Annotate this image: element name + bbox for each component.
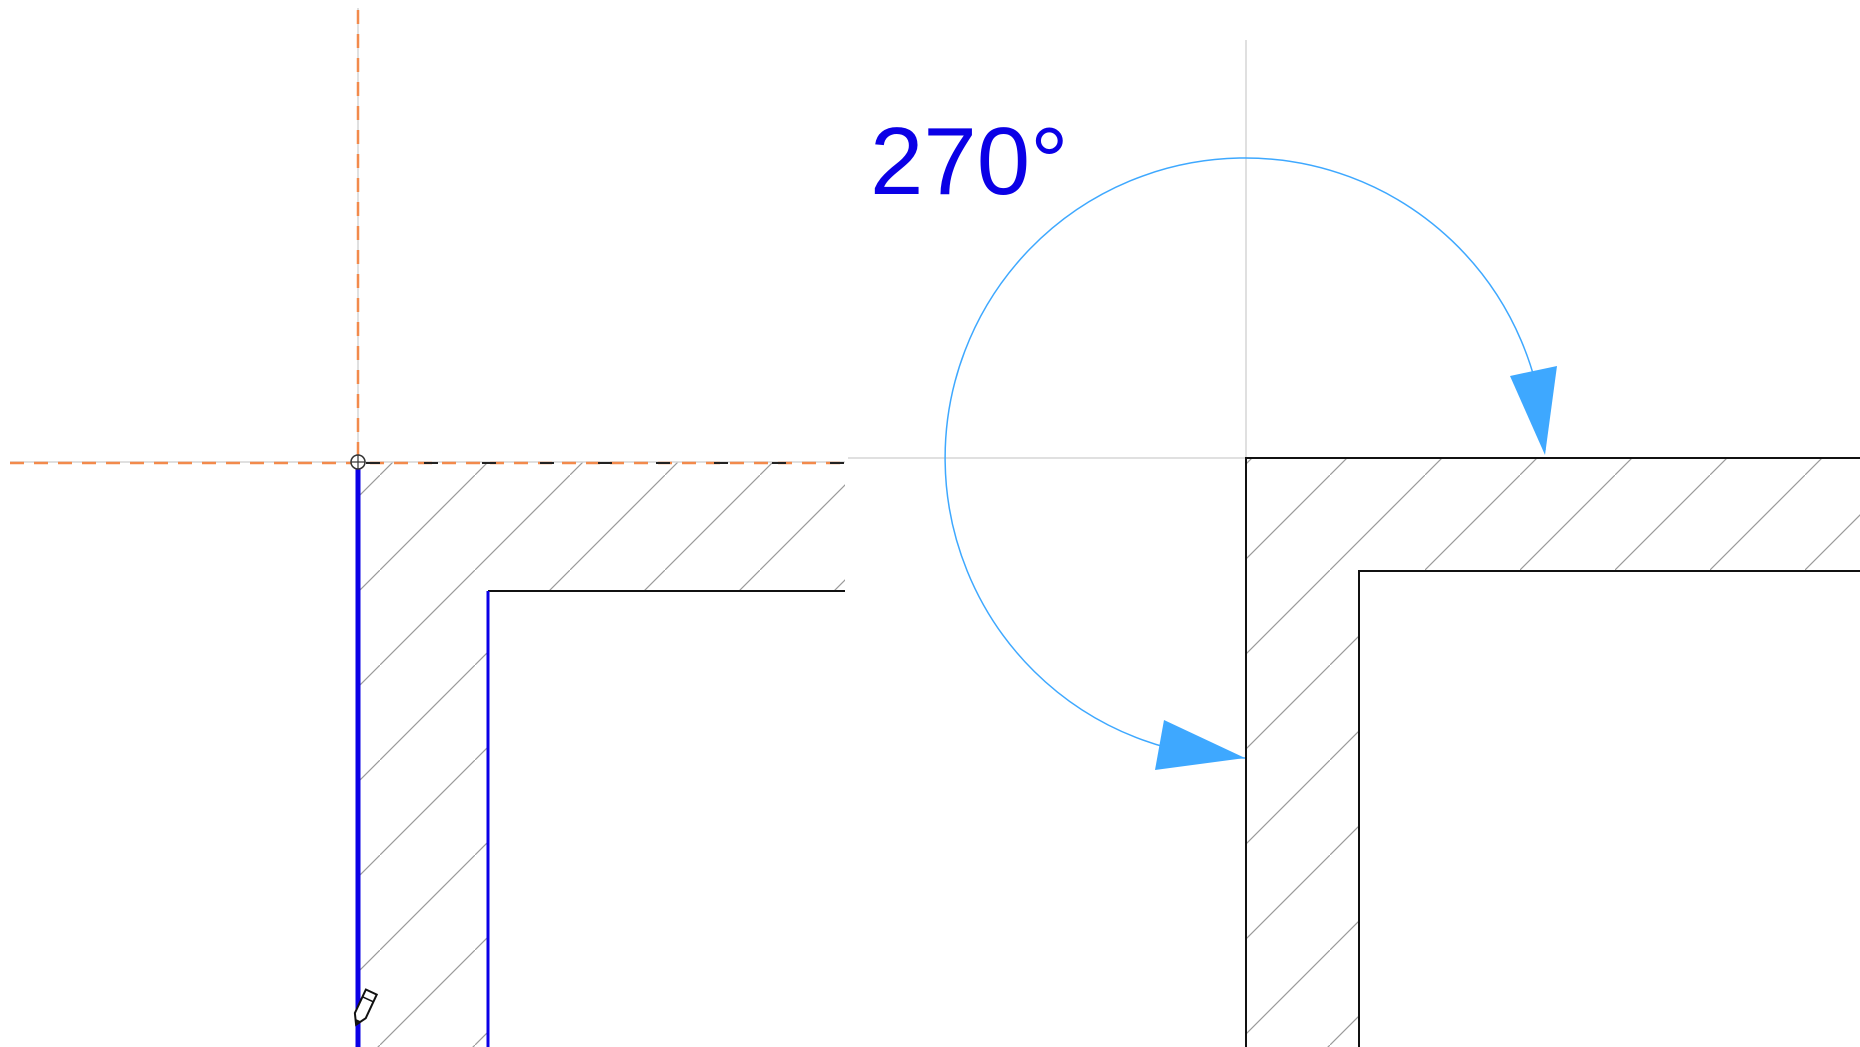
rotation-arrow-end	[1155, 720, 1245, 770]
wall-hatch-left	[358, 462, 845, 1047]
right-drawing-panel	[1245, 457, 1860, 1047]
rotation-arrow-start	[1510, 366, 1557, 455]
rotation-arc	[944, 157, 1546, 759]
rotation-indicator: 270°	[848, 40, 1557, 770]
snap-point-icon[interactable]	[350, 454, 366, 470]
angle-label: 270°	[870, 108, 1069, 215]
wall-hatch-right	[1246, 458, 1860, 1047]
wall-inner-edge-right	[1358, 570, 1860, 1047]
wall-outer-edge-right	[1245, 457, 1860, 1047]
pencil-cursor-icon	[353, 988, 379, 1027]
left-drawing-panel	[10, 8, 845, 1047]
